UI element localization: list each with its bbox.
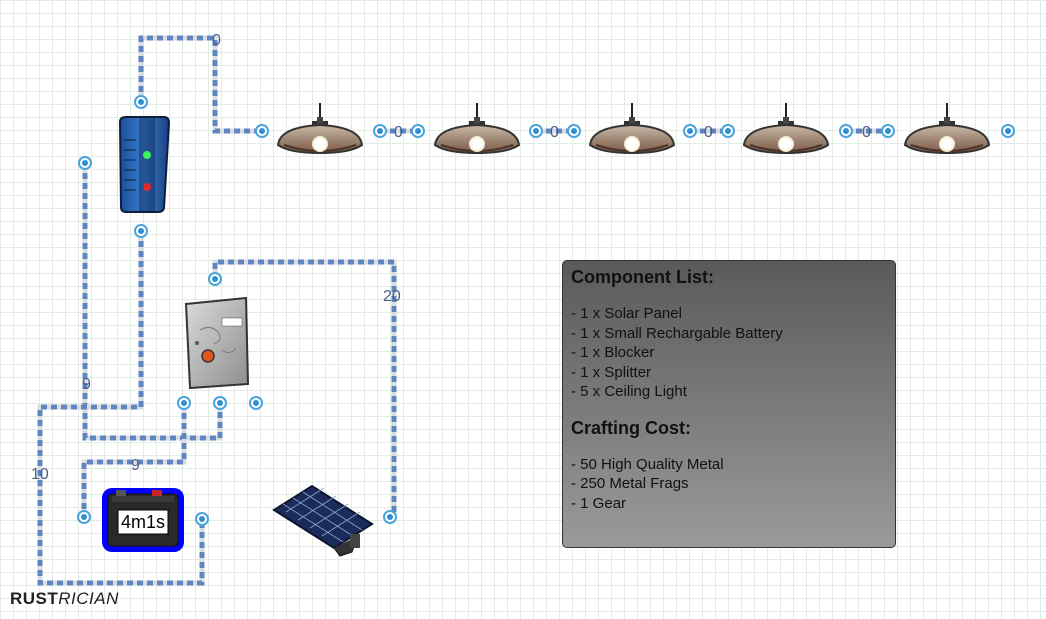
wire-label-light-3-4: 0 xyxy=(704,124,713,141)
crafting-cost-list: 50 High Quality Metal 250 Metal Frags 1 … xyxy=(571,455,887,514)
wire-label-light-1-2: 0 xyxy=(394,124,403,141)
wire-label-light-4-5: 0 xyxy=(862,124,871,141)
battery-icon[interactable] xyxy=(102,488,184,552)
solar-output-port[interactable] xyxy=(383,510,397,524)
light-1-output-port[interactable] xyxy=(373,124,387,138)
light-2-output-port[interactable] xyxy=(529,124,543,138)
wire-labels: 0 0 0 0 0 20 9 9 10 xyxy=(31,32,871,483)
light-3-input-port[interactable] xyxy=(567,124,581,138)
logo-part-a: RUST xyxy=(10,589,59,608)
list-item: 1 x Blocker xyxy=(571,343,887,363)
wire-label-solar: 20 xyxy=(383,288,401,305)
ceiling-light-icon[interactable] xyxy=(589,102,675,154)
splitter-output-port-3[interactable] xyxy=(249,396,263,410)
list-item: 50 High Quality Metal xyxy=(571,455,887,475)
light-2-input-port[interactable] xyxy=(411,124,425,138)
wire-label-splitter-battery: 9 xyxy=(131,457,140,474)
splitter-output-port-2[interactable] xyxy=(213,396,227,410)
ceiling-light-icon[interactable] xyxy=(277,102,363,154)
battery-input-port[interactable] xyxy=(77,510,91,524)
list-item: 1 Gear xyxy=(571,494,887,514)
wire-label-battery-blocker: 10 xyxy=(31,466,49,483)
list-item: 1 x Solar Panel xyxy=(571,304,887,324)
info-panel: Component List: 1 x Solar Panel 1 x Smal… xyxy=(562,260,896,548)
splitter-input-port[interactable] xyxy=(208,272,222,286)
logo-part-b: RICIAN xyxy=(58,589,119,608)
light-1-input-port[interactable] xyxy=(255,124,269,138)
light-4-input-port[interactable] xyxy=(721,124,735,138)
splitter-output-port-1[interactable] xyxy=(177,396,191,410)
wire-label-light-2-3: 0 xyxy=(550,124,559,141)
crafting-cost-heading: Crafting Cost: xyxy=(571,417,691,438)
light-3-output-port[interactable] xyxy=(683,124,697,138)
list-item: 1 x Small Rechargable Battery xyxy=(571,324,887,344)
list-item: 5 x Ceiling Light xyxy=(571,382,887,402)
battery-timer: 4m1s xyxy=(121,512,165,532)
ceiling-light-icon[interactable] xyxy=(434,102,520,154)
component-list-heading: Component List: xyxy=(571,267,714,287)
component-list: 1 x Solar Panel 1 x Small Rechargable Ba… xyxy=(571,304,887,402)
list-item: 1 x Splitter xyxy=(571,363,887,383)
ceiling-light-icon[interactable] xyxy=(743,102,829,154)
list-item: 250 Metal Frags xyxy=(571,474,887,494)
solar-panel-icon[interactable] xyxy=(272,484,374,557)
battery-output-port[interactable] xyxy=(195,512,209,526)
blocker-toggle-port[interactable] xyxy=(78,156,92,170)
blocker-input-port[interactable] xyxy=(134,95,148,109)
light-5-output-port[interactable] xyxy=(1001,124,1015,138)
light-4-output-port[interactable] xyxy=(839,124,853,138)
logo: RUSTRICIAN xyxy=(10,589,119,609)
wire-label-top-loop: 0 xyxy=(212,32,221,49)
splitter-icon[interactable] xyxy=(184,296,250,390)
blocker-icon[interactable] xyxy=(118,116,171,213)
blocker-output-port[interactable] xyxy=(134,224,148,238)
light-5-input-port[interactable] xyxy=(881,124,895,138)
ceiling-light-icon[interactable] xyxy=(904,102,990,154)
wire-label-splitter-blocker: 9 xyxy=(82,376,91,393)
